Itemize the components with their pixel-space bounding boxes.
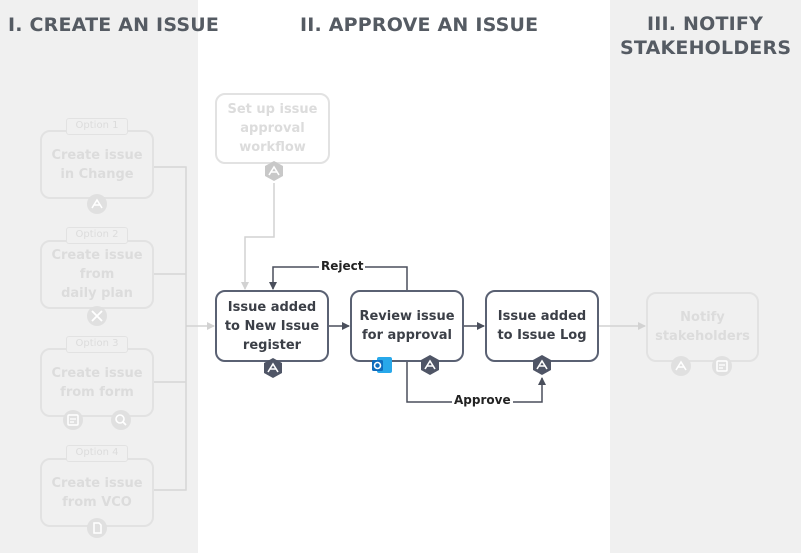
option-4-label: Option 4 bbox=[66, 445, 128, 462]
option-2-box: Create issue from daily plan bbox=[40, 240, 154, 309]
option-3-search-icon bbox=[110, 409, 132, 431]
review-line-2: for approval bbox=[362, 328, 452, 343]
review-line-1: Review issue bbox=[359, 309, 455, 324]
option-1-label: Option 1 bbox=[66, 118, 128, 135]
review-issue-box: Review issue for approval bbox=[350, 290, 464, 362]
setup-app-icon bbox=[263, 160, 285, 182]
reject-label: Reject bbox=[319, 259, 366, 274]
option-1-app-icon bbox=[86, 193, 108, 215]
option-2-line-2: from bbox=[79, 267, 115, 282]
register-app-icon bbox=[262, 357, 284, 379]
register-line-3: register bbox=[242, 337, 302, 353]
approve-label: Approve bbox=[452, 393, 513, 408]
issue-added-log-box: Issue added to Issue Log bbox=[485, 290, 599, 362]
register-line-1: Issue added bbox=[227, 299, 317, 315]
log-app-icon bbox=[531, 354, 553, 376]
option-1-box: Create issue in Change bbox=[40, 130, 154, 199]
log-line-2: to Issue Log bbox=[497, 328, 587, 343]
approve-issue-heading: II. APPROVE AN ISSUE bbox=[300, 14, 539, 36]
option-4-line-1: Create issue bbox=[51, 475, 143, 491]
option-2-tools-icon bbox=[86, 305, 108, 327]
approve-issue-panel bbox=[198, 0, 610, 553]
review-outlook-icon bbox=[371, 354, 393, 376]
notify-form-icon bbox=[711, 355, 733, 377]
notify-heading-line-1: III. NOTIFY bbox=[646, 13, 764, 35]
option-1-line-1: Create issue bbox=[51, 147, 143, 163]
setup-line-3: workflow bbox=[239, 140, 306, 155]
setup-to-register-arrow bbox=[241, 183, 275, 290]
option-3-line-2: from form bbox=[60, 384, 134, 400]
issue-added-register-box: Issue added to New Issue register bbox=[215, 290, 329, 362]
setup-line-1: Set up issue bbox=[227, 102, 318, 117]
option-3-label: Option 3 bbox=[66, 336, 128, 353]
review-app-icon bbox=[419, 354, 441, 376]
options-bracket-line bbox=[154, 166, 187, 491]
setup-line-2: approval bbox=[240, 121, 305, 136]
option-2-line-3: daily plan bbox=[61, 286, 133, 301]
notify-line-1: Notify bbox=[680, 310, 725, 325]
option-2-line-1: Create issue bbox=[51, 248, 143, 263]
log-line-1: Issue added bbox=[497, 309, 587, 324]
option-4-document-icon bbox=[86, 517, 108, 539]
option-2-label: Option 2 bbox=[66, 227, 128, 244]
notify-stakeholders-panel bbox=[610, 0, 801, 553]
option-4-line-2: from VCO bbox=[62, 494, 132, 510]
setup-approval-workflow-box: Set up issue approval workflow bbox=[215, 93, 330, 164]
notify-line-2: stakeholders bbox=[655, 329, 750, 344]
register-line-2: to New Issue bbox=[224, 318, 320, 334]
notify-heading-line-2: STAKEHOLDERS bbox=[620, 37, 792, 59]
option-3-line-1: Create issue bbox=[51, 365, 143, 381]
create-issue-heading: I. CREATE AN ISSUE bbox=[8, 14, 220, 36]
notify-stakeholders-box: Notify stakeholders bbox=[646, 292, 759, 362]
option-1-line-2: in Change bbox=[60, 166, 134, 182]
option-3-box: Create issue from form bbox=[40, 348, 154, 417]
notify-stakeholders-heading: III. NOTIFY STAKEHOLDERS bbox=[620, 12, 792, 60]
notify-app-icon bbox=[670, 355, 692, 377]
option-3-form-icon bbox=[62, 409, 84, 431]
